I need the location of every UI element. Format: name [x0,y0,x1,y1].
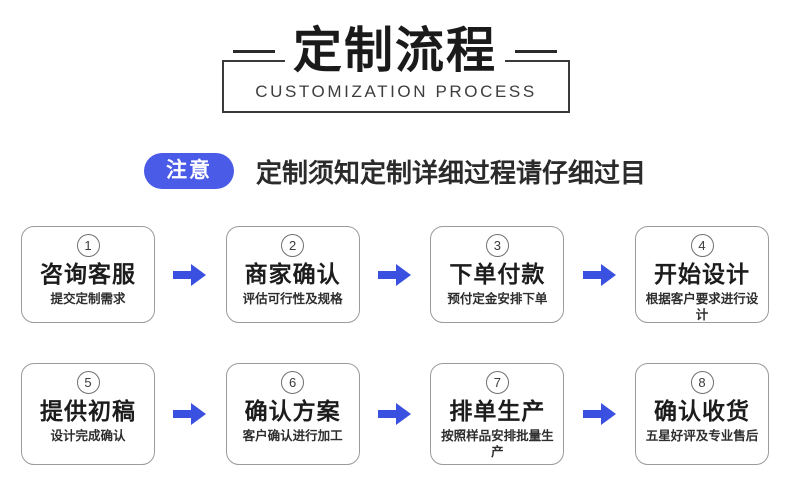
process-row-2: 5 提供初稿 设计完成确认 6 确认方案 客户确认进行加工 7 排单生产 按照样… [21,363,770,465]
step-description: 五星好评及专业售后 [645,429,759,443]
process-row-1: 1 咨询客服 提交定制需求 2 商家确认 评估可行性及规格 3 下单付款 预付定… [21,226,770,323]
arrow-right-icon [564,263,635,287]
arrow-right-icon [360,263,431,287]
step-card-1: 1 咨询客服 提交定制需求 [21,226,155,323]
step-description: 提交定制需求 [50,292,126,306]
step-number-badge: 8 [690,371,714,394]
step-description: 按照样品安排批量生产 [441,429,554,459]
step-description: 设计完成确认 [50,429,126,443]
step-card-2: 2 商家确认 评估可行性及规格 [225,226,360,323]
step-number-badge: 3 [485,234,509,257]
step-number-badge: 1 [76,234,100,257]
title-dash-right [515,49,557,53]
step-title: 排单生产 [449,398,546,424]
step-title: 开始设计 [654,261,751,287]
step-card-4: 4 开始设计 根据客户要求进行设计 [635,226,770,323]
step-card-3: 3 下单付款 预付定金安排下单 [430,226,565,323]
step-title: 咨询客服 [40,261,136,287]
step-title: 提供初稿 [40,398,136,424]
step-card-8: 8 确认收货 五星好评及专业售后 [635,363,770,465]
arrow-right-icon [564,402,635,426]
step-card-7: 7 排单生产 按照样品安排批量生产 [430,363,565,465]
step-number-badge: 7 [485,371,509,394]
step-number-badge: 4 [690,234,714,257]
notice-bar: 注意 定制须知定制详细过程请仔细过目 [0,148,790,194]
header-banner: 定制流程 CUSTOMIZATION PROCESS [0,0,790,130]
step-description: 预付定金安排下单 [447,292,548,306]
step-description: 根据客户要求进行设计 [645,292,759,322]
step-number-badge: 5 [76,371,100,394]
step-title: 下单付款 [449,261,546,287]
notice-badge: 注意 [143,153,234,189]
step-title: 商家确认 [244,261,341,287]
step-number-badge: 6 [281,371,305,394]
step-card-6: 6 确认方案 客户确认进行加工 [225,363,360,465]
page-subtitle: CUSTOMIZATION PROCESS [255,82,537,101]
arrow-right-icon [155,402,226,426]
arrow-right-icon [360,402,431,426]
step-title: 确认收货 [654,398,751,424]
step-number-badge: 2 [281,234,305,257]
title-dash-left [232,49,275,53]
arrow-right-icon [155,263,226,287]
step-title: 确认方案 [244,398,341,424]
step-description: 评估可行性及规格 [242,292,343,306]
header-title-row: 定制流程 [0,22,790,80]
notice-text: 定制须知定制详细过程请仔细过目 [255,157,646,188]
page-title: 定制流程 [284,23,505,79]
step-description: 客户确认进行加工 [242,429,343,443]
step-card-5: 5 提供初稿 设计完成确认 [21,363,155,465]
